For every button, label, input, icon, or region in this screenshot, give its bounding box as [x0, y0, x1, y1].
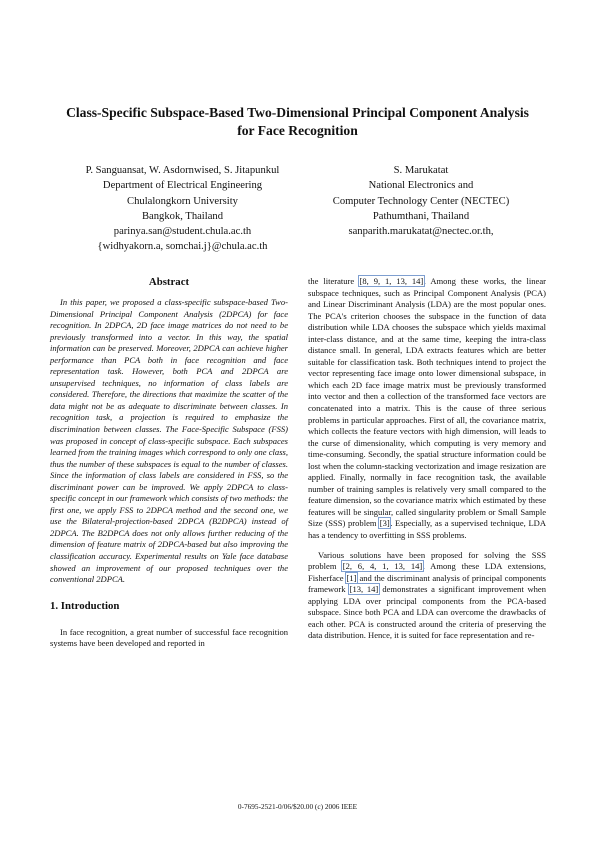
citation-link[interactable]: [13, 14] [348, 583, 380, 596]
citation-link[interactable]: [1] [345, 571, 359, 584]
paragraph-text: . Especially, as a supervised technique,… [308, 518, 547, 541]
paper-title: Class-Specific Subspace-Based Two-Dimens… [40, 104, 555, 140]
abstract-heading: Abstract [148, 276, 190, 288]
paragraph-text: . Among these works, the linear subspace… [308, 276, 546, 529]
paragraph-text: Various solutions have been proposed for… [308, 549, 546, 572]
paragraph-text: demonstrates a significant improvement w… [308, 584, 546, 641]
author-names: P. Sanguansat, W. Asdornwised, S. Jitapu… [85, 165, 280, 176]
body-paragraph-2: Various solutions have been proposed for… [308, 550, 546, 642]
citation-link[interactable]: [3] [378, 517, 392, 530]
author-block-left: P. Sanguansat, W. Asdornwised, S. Jitapu… [70, 163, 295, 255]
author-location: Pathumthani, Thailand [372, 210, 470, 222]
paragraph-text: and the discriminant analysis of princip… [308, 572, 546, 595]
paragraph-text: . Among these LDA extensions, Fisherface [308, 561, 547, 583]
author-department: Department of Electrical Engineering [102, 180, 263, 192]
title-line-1: Class-Specific Subspace-Based Two-Dimens… [66, 105, 529, 120]
citation-link[interactable]: [2, 6, 4, 1, 13, 14] [341, 560, 424, 573]
right-column: the literature [8, 9, 1, 13, 14]. Among … [308, 275, 547, 642]
left-column: Abstract In this paper, we proposed a cl… [50, 276, 288, 650]
author-email: sanparith.marukatat@nectec.or.th, [348, 226, 494, 238]
introduction-paragraph: In face recognition, a great number of s… [50, 626, 288, 649]
copyright-footer: 0-7695-2521-0/06/$20.00 (c) 2006 IEEE [237, 802, 358, 811]
citation-link[interactable]: [8, 9, 1, 13, 14] [358, 275, 425, 287]
body-paragraph-1: the literature [8, 9, 1, 13, 14]. Among … [308, 275, 547, 542]
author-email-2: {widhyakorn.a, somchai.j}@chula.ac.th [97, 241, 268, 253]
author-organization-line-1: National Electronics and [368, 180, 474, 192]
author-location: Bangkok, Thailand [141, 210, 223, 222]
introduction-heading: 1. Introduction [50, 599, 120, 612]
author-block-right: S. Marukatat National Electronics and Co… [306, 163, 536, 239]
author-email-1: parinya.san@student.chula.ac.th [113, 226, 252, 238]
author-university: Chulalongkorn University [127, 195, 238, 207]
abstract-text: In this paper, we proposed a class-speci… [50, 297, 288, 585]
title-line-2: for Face Recognition [237, 123, 358, 138]
author-name: S. Marukatat [393, 165, 449, 176]
paragraph-text: the literature [308, 276, 360, 286]
author-organization-line-2: Computer Technology Center (NECTEC) [332, 195, 510, 207]
